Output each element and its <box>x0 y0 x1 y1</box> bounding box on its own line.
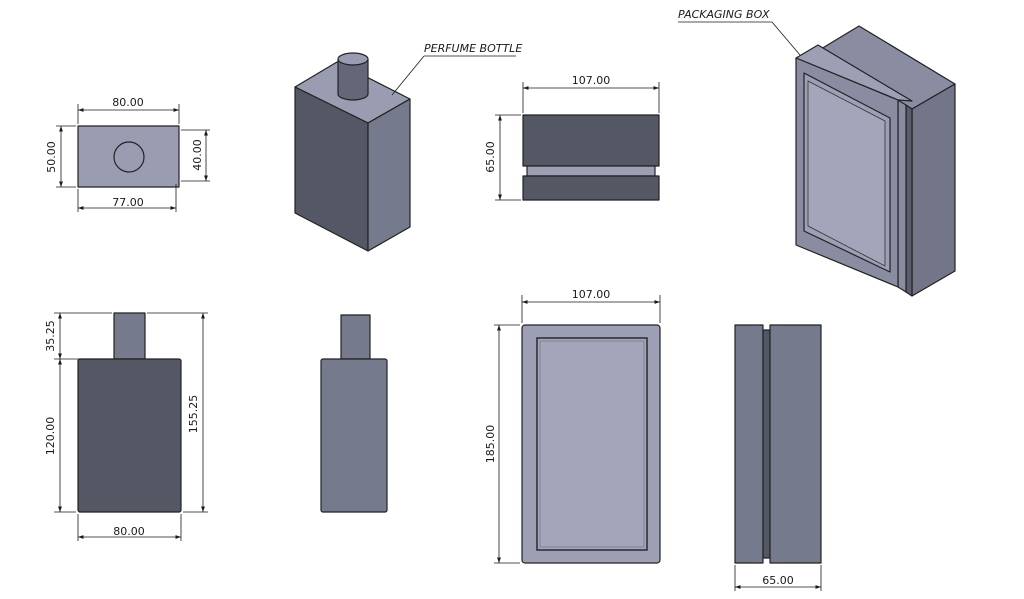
dim-bottle-top-inner-width: 77.00 <box>112 196 144 209</box>
dim-bottle-top-width: 80.00 <box>112 96 144 109</box>
dim-box-front-height: 185.00 <box>484 425 497 464</box>
dim-bottle-top-depth: 50.00 <box>45 141 58 173</box>
bottle-isometric-view: PERFUME BOTTLE <box>294 42 522 252</box>
callout-packaging-box: PACKAGING BOX <box>678 8 770 21</box>
bottle-top-view: 80.00 50.00 40.00 77.00 <box>45 96 210 212</box>
dim-box-side-width: 65.00 <box>762 574 794 587</box>
dim-bottle-total-height: 155.25 <box>187 395 200 434</box>
dim-box-front-width: 107.00 <box>572 288 611 301</box>
dim-bottle-neck-height: 35.25 <box>44 320 57 352</box>
box-top-view: 107.00 65.00 <box>484 74 660 201</box>
bottle-front-view: 35.25 120.00 155.25 80.00 <box>44 312 208 541</box>
box-front-view: 107.00 185.00 <box>484 288 661 564</box>
bottle-side-view <box>320 314 388 513</box>
dim-bottle-front-width: 80.00 <box>113 525 145 538</box>
callout-perfume-bottle: PERFUME BOTTLE <box>424 42 522 55</box>
dim-bottle-body-height: 120.00 <box>44 417 57 456</box>
dim-box-top-width: 107.00 <box>572 74 611 87</box>
dim-box-top-depth: 65.00 <box>484 141 497 173</box>
box-side-view: 65.00 <box>734 324 822 591</box>
box-isometric-view: PACKAGING BOX <box>678 8 956 297</box>
dim-bottle-top-inner-depth: 40.00 <box>191 139 204 171</box>
